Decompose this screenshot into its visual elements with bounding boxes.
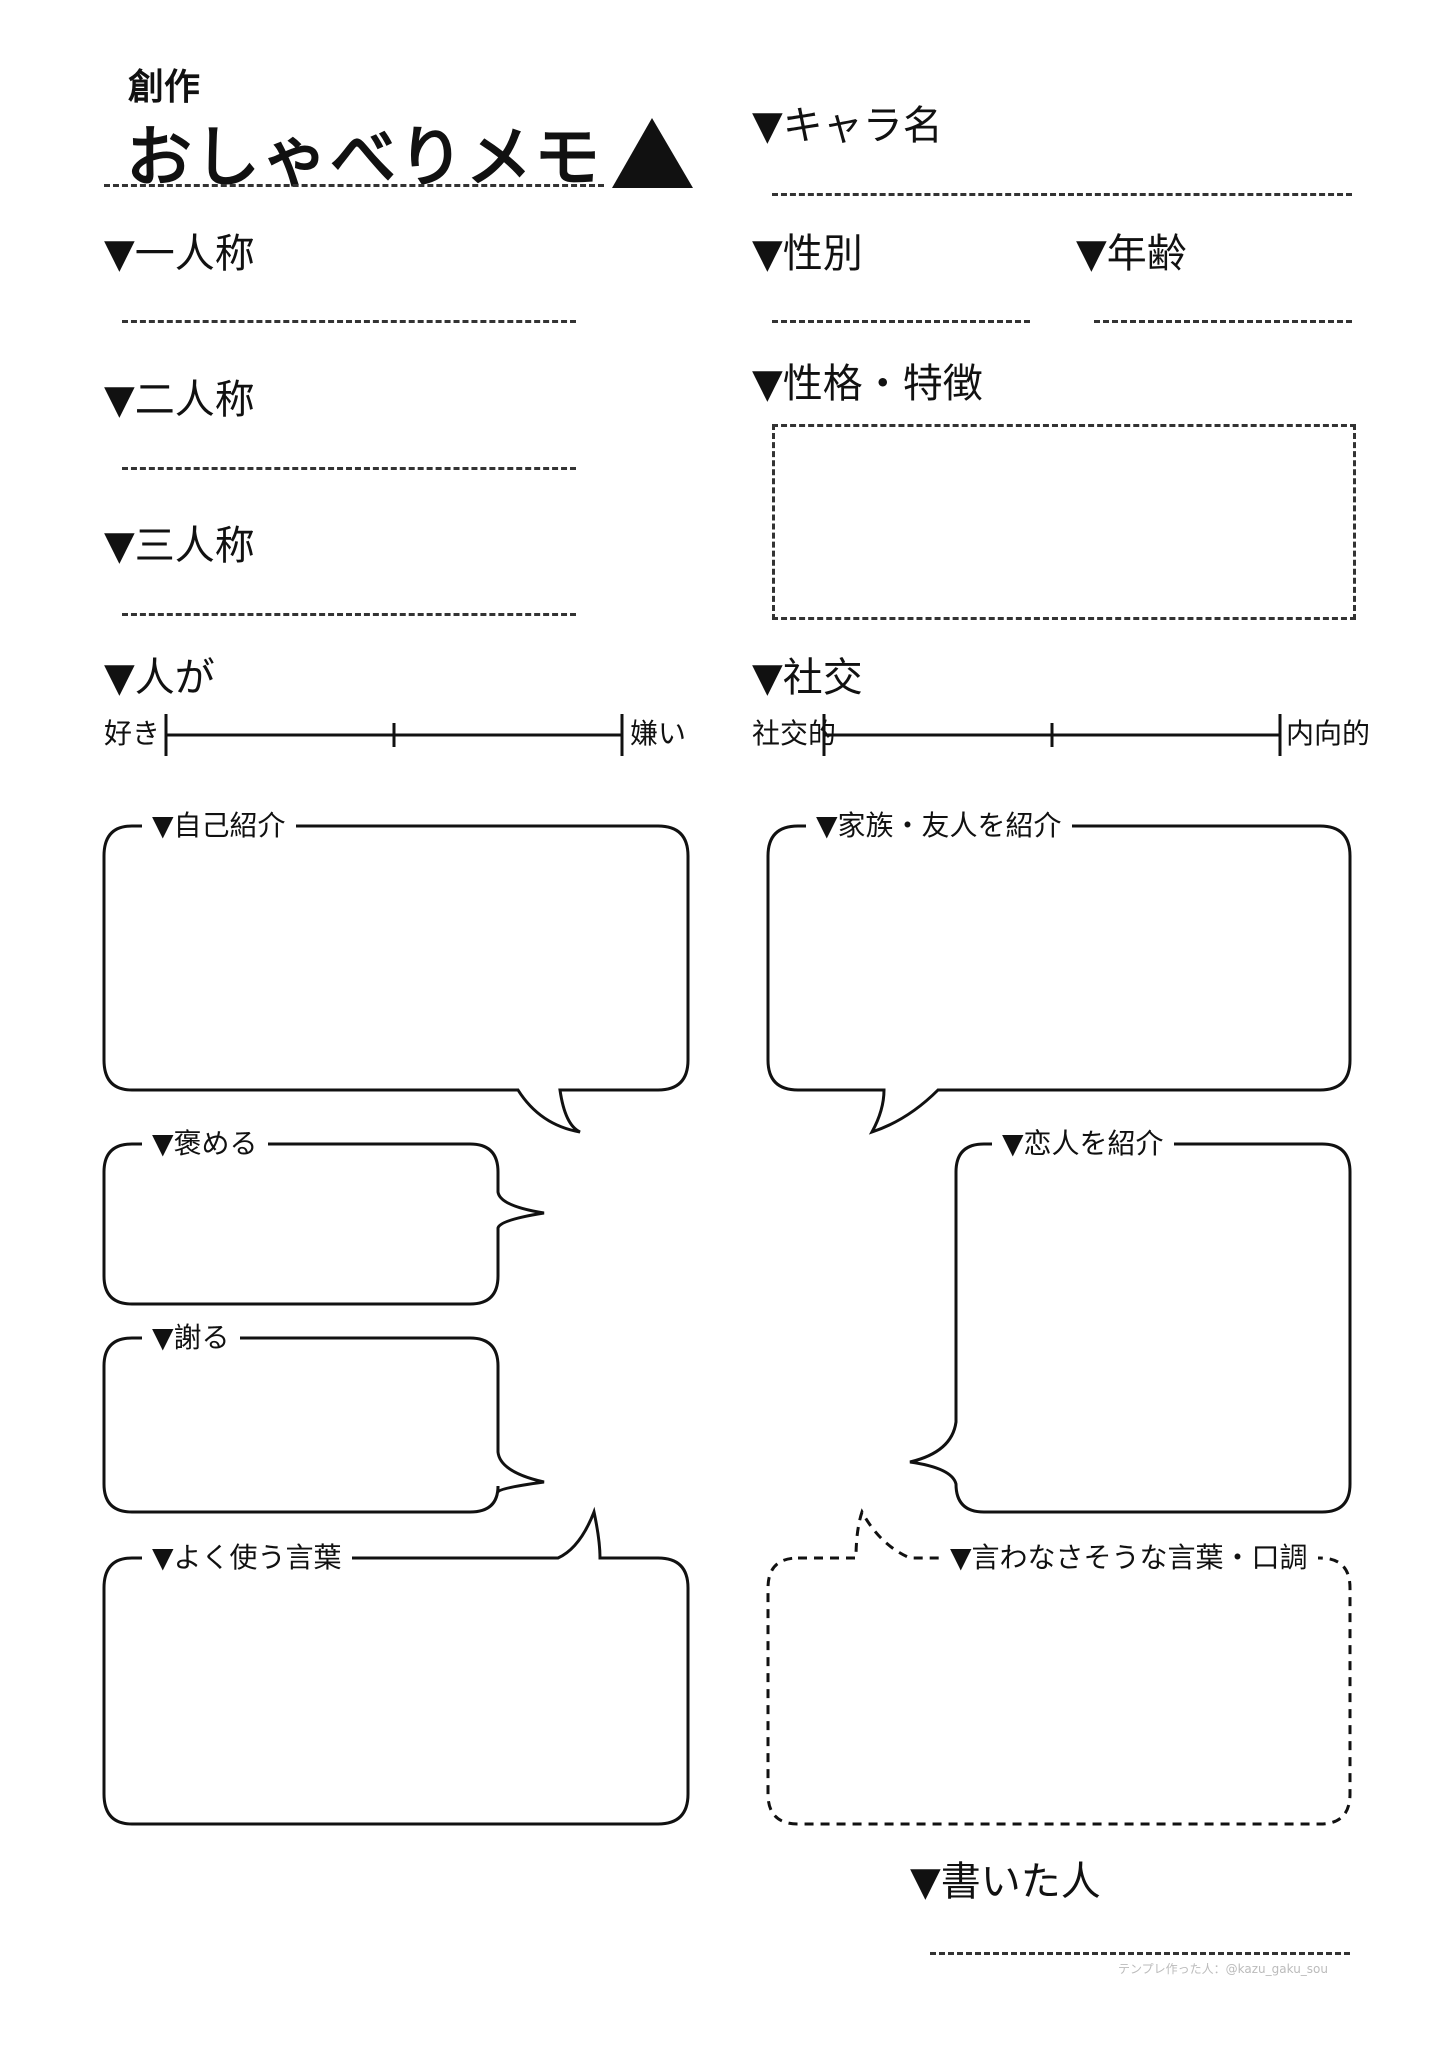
first-person-label: ▼一人称 xyxy=(104,231,255,277)
chara-name-label: ▼キャラ名 xyxy=(752,103,943,149)
lover-intro-bubble[interactable] xyxy=(909,1142,1352,1514)
author-field[interactable] xyxy=(930,1952,1350,1955)
third-person-field[interactable] xyxy=(122,613,576,616)
family-intro-bubble[interactable] xyxy=(766,824,1352,1135)
template-credit: テンプレ作った人：@kazu_gaku_sou xyxy=(1118,1962,1328,1976)
personality-box[interactable] xyxy=(772,424,1356,620)
people-scale-bar[interactable] xyxy=(164,714,624,756)
lover-intro-label: ▼恋人を紹介 xyxy=(992,1130,1174,1158)
page-title: おしゃべりメモ xyxy=(126,119,602,196)
common-words-label: ▼よく使う言葉 xyxy=(142,1544,352,1572)
age-field[interactable] xyxy=(1094,320,1352,323)
people-scale-right: 嫌い xyxy=(630,717,687,750)
second-person-field[interactable] xyxy=(122,467,576,470)
self-intro-bubble[interactable] xyxy=(102,824,690,1134)
common-words-bubble[interactable] xyxy=(102,1506,690,1826)
family-intro-label: ▼家族・友人を紹介 xyxy=(806,812,1072,840)
never-say-bubble[interactable] xyxy=(766,1508,1352,1826)
social-scale-bar[interactable] xyxy=(822,714,1282,756)
self-intro-label: ▼自己紹介 xyxy=(142,812,296,840)
second-person-label: ▼二人称 xyxy=(104,377,255,423)
title-kicker: 創作 xyxy=(128,67,201,108)
people-scale-label: ▼人が xyxy=(104,655,215,701)
personality-label: ▼性格・特徴 xyxy=(752,361,983,407)
praise-bubble[interactable] xyxy=(102,1142,545,1306)
gender-label: ▼性別 xyxy=(752,231,863,277)
chara-name-field[interactable] xyxy=(772,193,1352,196)
third-person-label: ▼三人称 xyxy=(104,523,255,569)
social-scale-left: 社交的 xyxy=(752,717,837,750)
age-label: ▼年齢 xyxy=(1076,231,1187,277)
title-underline xyxy=(104,184,604,187)
apologize-label: ▼謝る xyxy=(142,1324,240,1352)
social-scale-label: ▼社交 xyxy=(752,655,863,701)
first-person-field[interactable] xyxy=(122,320,576,323)
gender-field[interactable] xyxy=(772,320,1030,323)
praise-label: ▼褒める xyxy=(142,1130,268,1158)
never-say-label: ▼言わなさそうな言葉・口調 xyxy=(940,1544,1318,1572)
apologize-bubble[interactable] xyxy=(102,1336,545,1514)
title-triangle xyxy=(612,118,693,188)
social-scale-right: 内向的 xyxy=(1286,717,1371,750)
author-label: ▼書いた人 xyxy=(910,1859,1101,1905)
people-scale-left: 好き xyxy=(104,717,161,750)
